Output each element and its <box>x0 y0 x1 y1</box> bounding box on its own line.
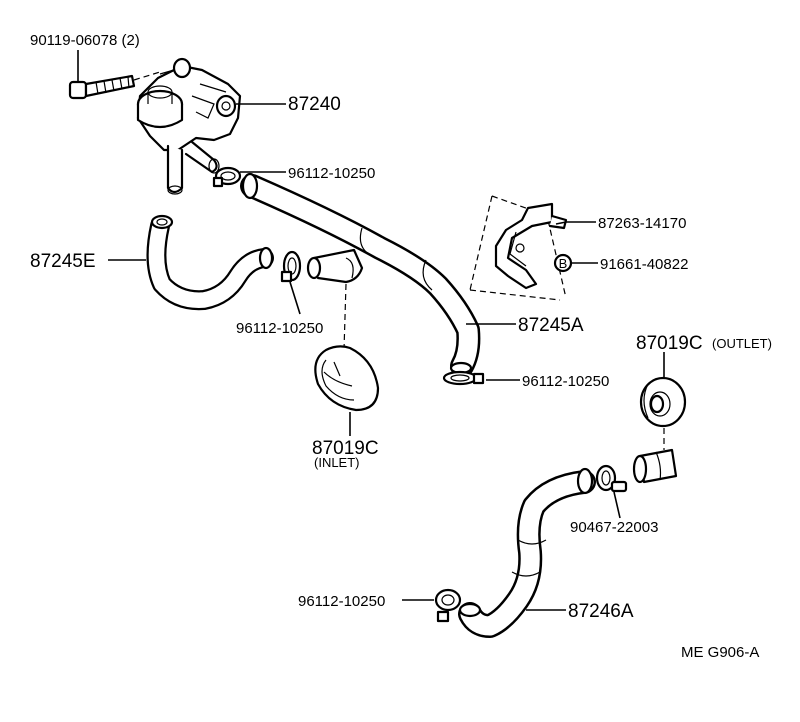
grommet-inlet <box>314 345 380 412</box>
inlet-centerline <box>343 283 347 351</box>
leader-lines <box>77 50 665 611</box>
hose-87245e <box>146 214 274 311</box>
label-clamp-hose-a: 96112-10250 <box>522 373 609 390</box>
label-grommet-outlet: 87019C <box>636 333 703 354</box>
bracket-87263 <box>469 195 568 301</box>
label-hose-bottom: 87246A <box>568 601 634 622</box>
label-bolt: 90119-06078 (2) <box>30 32 140 49</box>
clamp-bottom <box>434 588 462 623</box>
label-bolt-b: 91661-40822 <box>600 256 688 273</box>
clamp-hose-a <box>442 370 485 386</box>
clamp-outlet <box>595 464 628 493</box>
label-valve: 87240 <box>288 94 341 115</box>
outlet-pipe <box>632 448 678 484</box>
label-clamp-outlet: 90467-22003 <box>570 519 658 536</box>
inlet-pipe <box>306 248 364 284</box>
clamp-top <box>212 166 242 188</box>
label-hose-a: 87245A <box>518 315 584 336</box>
label-bracket: 87263-14170 <box>598 215 686 232</box>
label-clamp-bottom: 96112-10250 <box>298 593 385 610</box>
hose-87246a <box>458 467 596 638</box>
label-grommet-inlet: 87019C <box>312 438 379 459</box>
label-grommet-inlet-note: (INLET) <box>314 455 360 470</box>
clamp-mid <box>280 250 302 283</box>
heater-valve <box>136 57 242 195</box>
bolt-b: B <box>553 253 573 273</box>
bolt-90119 <box>68 71 161 100</box>
diagram-code: ME G906-A <box>681 644 759 661</box>
label-hose-e: 87245E <box>30 251 96 272</box>
label-clamp-top: 96112-10250 <box>288 165 375 182</box>
hose-87245a <box>240 172 481 378</box>
label-clamp-mid: 96112-10250 <box>236 320 323 337</box>
bolt-b-symbol: B <box>559 256 568 271</box>
grommet-outlet <box>639 376 687 450</box>
label-grommet-outlet-note: (OUTLET) <box>712 336 772 351</box>
